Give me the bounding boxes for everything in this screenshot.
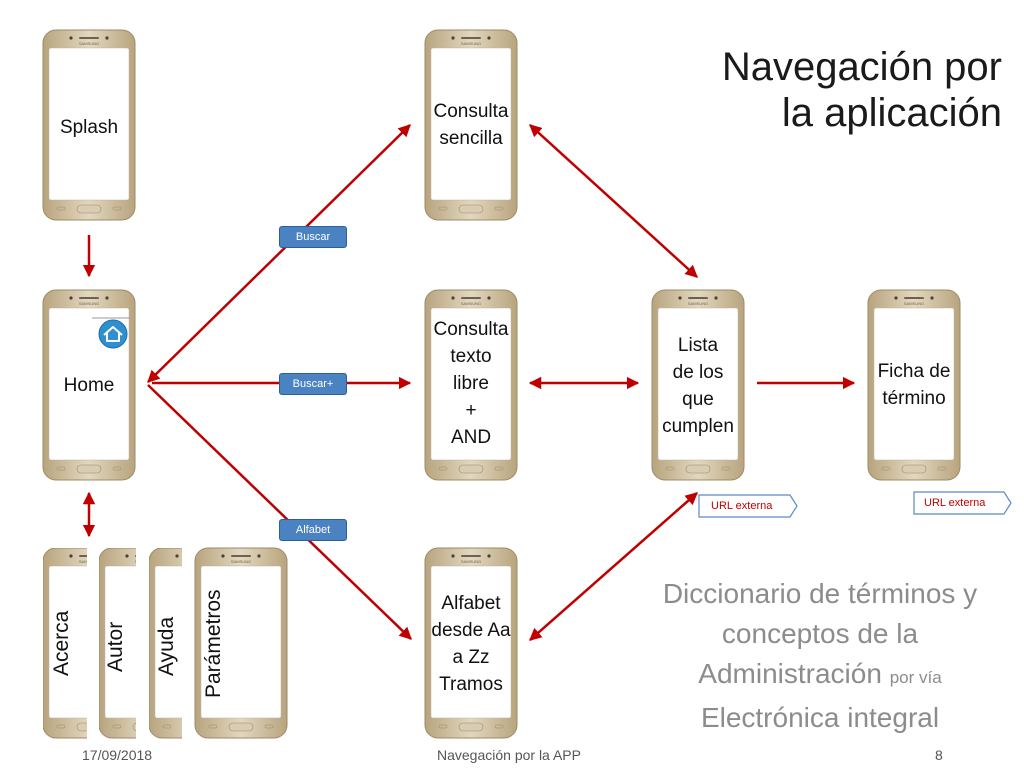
phone-label-consulta-texto: Consulta texto libre + AND	[433, 319, 509, 448]
phone-label-ayuda: Ayuda	[155, 616, 178, 676]
subtitle-line-3: Administración	[698, 658, 882, 689]
url-tag-shape-lista	[698, 494, 798, 518]
phone-label-lista: Lista de los que cumplen	[662, 335, 734, 437]
phone-label-acerca: Acerca	[50, 610, 73, 676]
phone-label-splash: Splash	[59, 117, 119, 138]
arrow-sencilla-lista	[529, 124, 698, 278]
subtitle-line-2: conceptos de la	[721, 618, 919, 649]
footer-page-number: 8	[935, 747, 943, 763]
phone-label-parametros: Parámetros	[202, 589, 225, 698]
subtitle-line-1: Diccionario de términos y	[662, 578, 978, 609]
phone-label-ficha: Ficha de término	[877, 361, 951, 409]
arrow-alfabet-lista	[529, 492, 698, 641]
subtitle-line-3-small: por vía	[889, 668, 942, 687]
slide-title-line-2: la aplicación	[781, 91, 1002, 135]
phone-label-home: Home	[63, 375, 115, 396]
alfabet-button[interactable]: Alfabet	[279, 519, 347, 541]
url-tag-shape-ficha	[913, 491, 1012, 515]
phone-label-alfabet: Alfabet desde Aa a Zz Tramos	[431, 593, 511, 695]
phone-label-autor: Autor	[104, 621, 127, 672]
arrow-home-sencilla	[147, 124, 411, 383]
footer-date: 17/09/2018	[82, 747, 153, 763]
slide-title: Navegación por la aplicación	[722, 44, 1002, 136]
url-externa-ficha[interactable]: URL externa	[924, 497, 986, 509]
buscar-button[interactable]: Buscar	[279, 226, 347, 248]
subtitle: Diccionario de términos y conceptos de l…	[630, 574, 1010, 738]
arrow-home-alfabet	[147, 384, 412, 640]
phone-label-consulta-sencilla: Consulta sencilla	[433, 101, 509, 149]
subtitle-line-4: Electrónica integral	[700, 702, 940, 733]
url-externa-lista[interactable]: URL externa	[711, 500, 773, 512]
buscar-plus-button[interactable]: Buscar+	[279, 373, 347, 395]
slide-title-line-1: Navegación por	[721, 45, 1002, 89]
home-icon	[98, 319, 128, 349]
footer-title: Navegación por la APP	[437, 747, 581, 763]
